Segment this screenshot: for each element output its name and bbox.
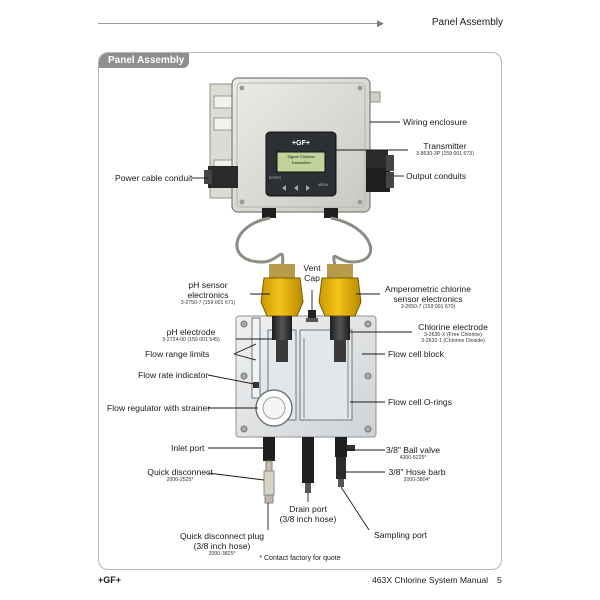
- label-chlorine-electrode: Chlorine electrode 3-2630-X (Free Chlori…: [410, 322, 496, 344]
- label-amperometric-line1: Amperometric chlorine: [385, 284, 471, 294]
- label-amperometric-line2: sensor electronics: [393, 294, 463, 304]
- vent-cap: [306, 310, 318, 322]
- ph-sensor-electronics: [260, 264, 304, 362]
- label-transmitter-text: Transmitter: [423, 141, 467, 151]
- label-ph-sensor-part-number: 3-2750-7 (159 001 671): [180, 300, 236, 306]
- label-ph-sensor-electronics: pH sensor electronics 3-2750-7 (159 001 …: [165, 280, 251, 306]
- label-quick-disconnect: Quick disconnect 2000-2525*: [140, 467, 220, 483]
- header-arrow-icon: ▶: [377, 18, 384, 28]
- label-qd-plug-line2: (3/8 inch hose): [193, 541, 251, 551]
- header-section-title: Panel Assembly: [431, 17, 503, 28]
- header-rule: [98, 23, 380, 24]
- label-chlorine-electrode-pn-free: 3-2630-X (Free Chlorine): [424, 332, 482, 338]
- label-wiring-enclosure: Wiring enclosure: [403, 117, 467, 127]
- label-quick-disconnect-part-number: 2000-2525*: [166, 477, 194, 483]
- transmitter-screen-line1: Signet Chlorine: [287, 154, 315, 159]
- label-hose-barb-text: 3/8" Hose barb: [388, 467, 446, 477]
- footnote: * Contact factory for quote: [259, 555, 341, 562]
- transmitter-enter-label: ENTER: [269, 176, 281, 180]
- label-amperometric-part-number: 3-2650-7 (159 001 670): [400, 304, 456, 310]
- transmitter-brand-logo: +GF+: [292, 140, 310, 147]
- label-output-conduits: Output conduits: [406, 171, 467, 181]
- amperometric-sensor-electronics: [318, 264, 362, 362]
- label-chlorine-electrode-text: Chlorine electrode: [418, 322, 488, 332]
- label-chlorine-electrode-pn-dioxide: 3-2632-1 (Chlorine Dioxide): [421, 338, 485, 344]
- label-flow-cell-block: Flow cell block: [388, 349, 444, 359]
- label-quick-disconnect-plug: Quick disconnect plug (3/8 inch hose) 20…: [170, 531, 274, 557]
- sensor-cables: [235, 208, 373, 271]
- label-vent-cap-line2: Cap: [304, 273, 320, 283]
- label-power-cable-conduit: Power cable conduit: [115, 173, 193, 183]
- label-drain-port-line1: Drain port: [289, 504, 327, 514]
- label-flow-range-limits: Flow range limits: [145, 349, 210, 359]
- label-ball-valve: 3/8" Ball valve 4300-5225*: [382, 445, 444, 461]
- label-flow-rate-indicator: Flow rate indicator: [138, 370, 209, 380]
- figure-frame: [98, 52, 502, 570]
- section-tag: Panel Assembly: [99, 53, 189, 68]
- label-qd-plug-part-number: 2000-3825*: [208, 551, 236, 557]
- label-ph-electrode-part-number: 3-2724-00 (159 001 545): [162, 337, 220, 343]
- label-sampling-port: Sampling port: [374, 530, 428, 540]
- label-quick-disconnect-text: Quick disconnect: [147, 467, 213, 477]
- label-ph-sensor-line1: pH sensor: [188, 280, 228, 290]
- flow-cell-plate: [235, 315, 377, 438]
- label-ph-electrode-text: pH electrode: [166, 327, 216, 337]
- label-ball-valve-part-number: 4300-5225*: [399, 455, 427, 461]
- label-flow-cell-orings: Flow cell O-rings: [388, 397, 452, 407]
- label-ball-valve-text: 3/8" Ball valve: [385, 445, 441, 455]
- footer-manual-title: 463X Chlorine System Manual: [372, 575, 489, 585]
- label-vent-cap-line1: Vent: [303, 263, 321, 273]
- transmitter-screen-line2: Transmitter: [290, 160, 312, 165]
- footer-page-number: 5: [497, 575, 502, 585]
- footer-gf-logo: +GF+: [98, 575, 122, 585]
- label-inlet-port: Inlet port: [171, 443, 205, 453]
- label-drain-port-line2: (3/8 inch hose): [279, 514, 337, 524]
- label-hose-barb-part-number: 2000-3804*: [403, 477, 431, 483]
- label-qd-plug-line1: Quick disconnect plug: [179, 531, 265, 541]
- label-drain-port: Drain port (3/8 inch hose): [272, 504, 344, 524]
- label-amperometric-sensor: Amperometric chlorine sensor electronics…: [378, 284, 478, 310]
- transmitter-menu-label: MENU: [318, 183, 329, 187]
- label-transmitter: Transmitter 3-8630-3P (159 001 673): [400, 141, 490, 157]
- label-hose-barb: 3/8" Hose barb 2000-3804*: [382, 467, 452, 483]
- label-ph-electrode: pH electrode 3-2724-00 (159 001 545): [148, 327, 234, 343]
- bottom-fittings: [263, 437, 355, 504]
- label-vent-cap: Vent Cap: [296, 263, 328, 283]
- label-transmitter-part-number: 3-8630-3P (159 001 673): [416, 151, 474, 157]
- transmitter: [265, 131, 337, 197]
- conduits: [204, 150, 394, 192]
- label-ph-sensor-line2: electronics: [187, 290, 229, 300]
- leader-lines: [192, 121, 412, 531]
- label-flow-regulator: Flow regulator with strainer: [107, 403, 211, 413]
